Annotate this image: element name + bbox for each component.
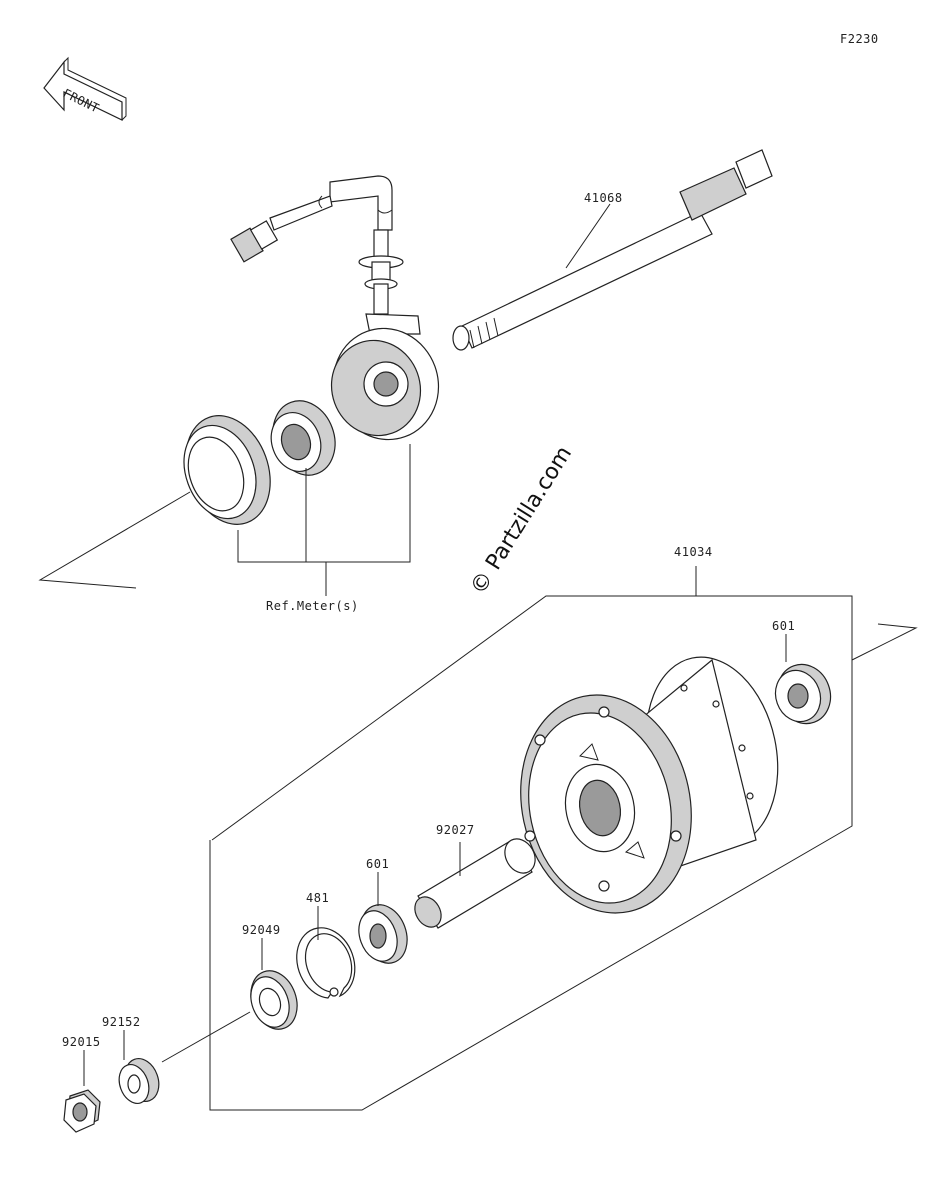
hub-label: 41034 (674, 545, 713, 559)
ref-label: Ref.Meter(s) (266, 599, 359, 613)
spacer-label: 92027 (436, 823, 475, 837)
meter-gear-housing (330, 313, 440, 441)
collar-label: 92152 (102, 1015, 141, 1029)
meter-cable (230, 175, 404, 315)
watermark: © Partzilla.com (466, 442, 577, 599)
axle (452, 149, 773, 351)
bearing-left (358, 904, 408, 964)
axle-label: 41068 (584, 191, 623, 205)
bearing-left-label: 601 (366, 857, 389, 871)
diagram-code: F2230 (840, 32, 879, 46)
front-arrow-icon: FRONT (43, 56, 127, 121)
bearing-right (774, 663, 832, 725)
meter-oil-seal (183, 415, 271, 525)
axle-leader (565, 203, 611, 269)
lower-axis-line (161, 1011, 251, 1063)
circlip-label: 481 (306, 891, 329, 905)
lower-centerline (851, 623, 918, 661)
seal-label: 92049 (242, 923, 281, 937)
wheel-hub (520, 656, 779, 914)
hub-seal (250, 970, 298, 1030)
bearing-right-label: 601 (772, 619, 795, 633)
meter-drive-gear (270, 400, 336, 476)
nut-label: 92015 (62, 1035, 101, 1049)
ref-bracket (237, 444, 411, 563)
hub-bracket (209, 595, 853, 1111)
collar (118, 1058, 160, 1104)
axle-nut (63, 1089, 101, 1133)
circlip (296, 927, 356, 999)
spacer-tube (414, 838, 536, 929)
upper-centerline (38, 491, 191, 589)
